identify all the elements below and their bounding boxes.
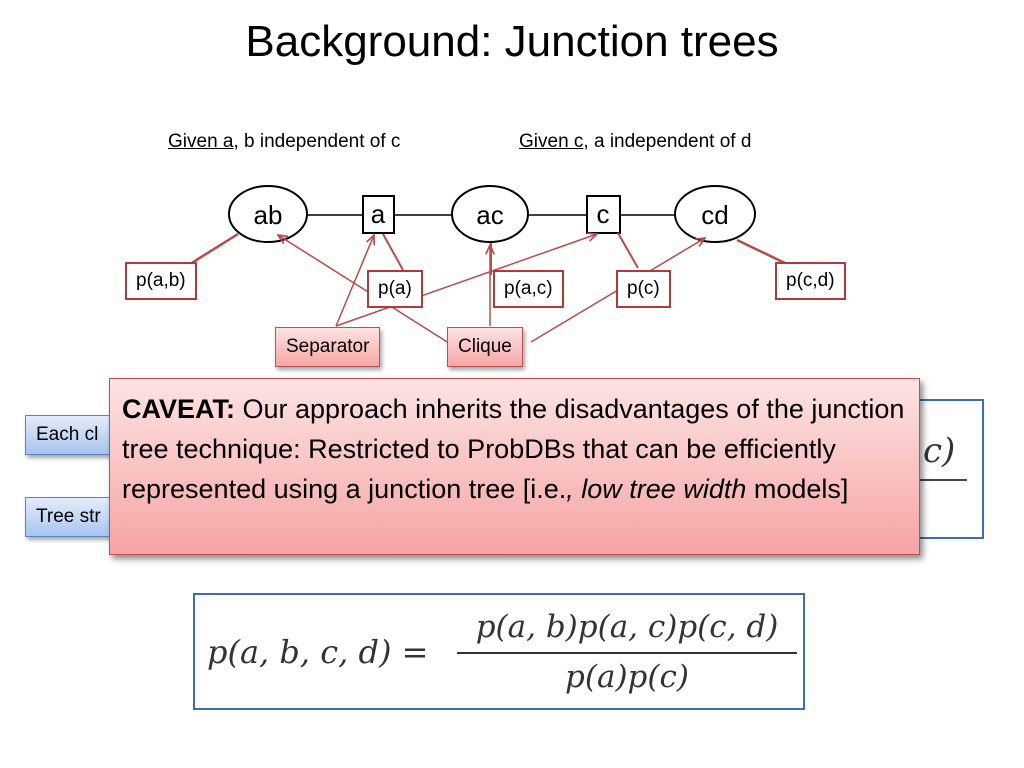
separator-arrow-to-c xyxy=(335,234,597,327)
caveat-italic-text: , low tree width xyxy=(566,474,747,504)
given-c-underlined: Given c xyxy=(519,131,584,152)
slide-title: Background: Junction trees xyxy=(245,17,779,66)
clique-node-ac xyxy=(451,185,529,243)
given-c-statement: Given c, a independent of d xyxy=(519,130,751,154)
caveat-heading: CAVEAT: xyxy=(122,394,235,424)
separator-callout: Separator xyxy=(275,327,381,367)
given-c-rest: , a independent of d xyxy=(583,131,752,152)
formula-lhs: p(a, b, c, d) = xyxy=(207,633,429,671)
clique-node-ab-label: ab xyxy=(254,200,283,230)
hidden-formula-fraction-bar xyxy=(907,479,967,481)
formula-denominator: p(a)p(c) xyxy=(565,659,689,695)
given-a-underlined: Given a xyxy=(168,131,234,152)
separator-node-c-label: c xyxy=(597,199,610,229)
formula-fraction-bar xyxy=(457,652,797,654)
factorization-formula-box: p(a, b, c, d) = p(a, b)p(a, c)p(c, d) p(… xyxy=(193,593,805,710)
clique-node-ac-label: ac xyxy=(476,200,503,230)
separator-arrow-to-a xyxy=(335,235,374,327)
potential-box-cd: p(c,d) xyxy=(775,262,846,300)
potential-box-ac: p(a,c) xyxy=(493,270,564,308)
given-a-statement: Given a, b independent of c xyxy=(168,130,400,154)
separator-node-a-label: a xyxy=(371,199,386,229)
potential-connector-cd xyxy=(736,238,786,265)
separator-node-c xyxy=(586,195,621,234)
potential-connector-a xyxy=(382,233,404,271)
clique-node-ab xyxy=(228,185,308,243)
formula-numerator: p(a, b)p(a, c)p(c, d) xyxy=(475,609,779,645)
separator-node-a xyxy=(362,195,395,234)
caveat-text-end: models] xyxy=(746,474,849,504)
potential-connector-ab xyxy=(189,232,239,266)
potential-box-a: p(a) xyxy=(367,270,423,308)
hidden-formula-tail: c) xyxy=(923,431,956,471)
clique-callout: Clique xyxy=(447,327,523,367)
clique-node-cd xyxy=(674,185,756,243)
potential-box-c: p(c) xyxy=(616,270,671,308)
clique-node-cd-label: cd xyxy=(701,200,728,230)
caveat-box: CAVEAT: Our approach inherits the disadv… xyxy=(109,378,920,555)
clique-arrow-to-ab xyxy=(278,235,453,346)
caveat-text: Our approach inherits the disadvantages … xyxy=(122,394,905,504)
each-clique-label: Each cl xyxy=(25,415,125,455)
potential-connector-c xyxy=(617,232,639,269)
given-a-rest: , b independent of c xyxy=(233,131,401,152)
potential-box-ab: p(a,b) xyxy=(125,262,197,300)
tree-structure-label: Tree str xyxy=(25,497,125,537)
